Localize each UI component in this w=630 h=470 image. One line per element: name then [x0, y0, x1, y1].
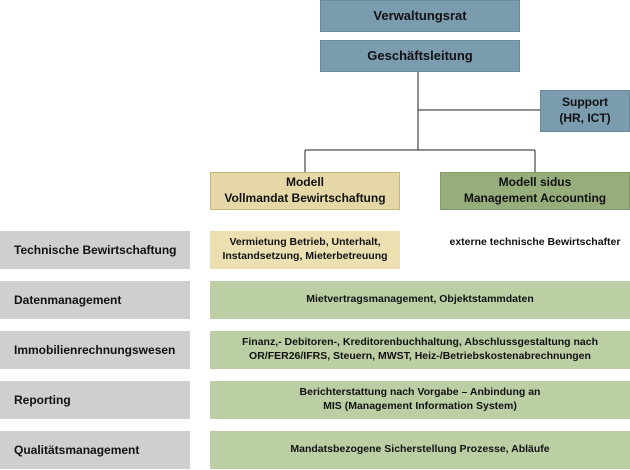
- cell-data-management: Mietvertragsmanagement, Objektstammdaten: [210, 281, 630, 319]
- row-label-data-management: Datenmanagement: [0, 281, 190, 319]
- cell-reporting: Berichterstattung nach Vorgabe – Anbindu…: [210, 381, 630, 419]
- cell-technical-full-mandate: Vermietung Betrieb, Unterhalt, Instandse…: [210, 231, 400, 269]
- row-label-reporting: Reporting: [0, 381, 190, 419]
- cell-quality: Mandatsbezogene Sicherstellung Prozesse,…: [210, 431, 630, 469]
- row-label-quality: Qualitätsmanagement: [0, 431, 190, 469]
- model-sidus-box: Modell sidus Management Accounting: [440, 172, 630, 210]
- row-label-accounting: Immobilienrechnungswesen: [0, 331, 190, 369]
- model-full-mandate-box: Modell Vollmandat Bewirtschaftung: [210, 172, 400, 210]
- cell-accounting: Finanz,- Debitoren-, Kreditorenbuchhaltu…: [210, 331, 630, 369]
- management-box: Geschäftsleitung: [320, 40, 520, 72]
- cell-technical-sidus: externe technische Bewirtschafter: [449, 236, 621, 249]
- support-box: Support (HR, ICT): [540, 90, 630, 132]
- board-box: Verwaltungsrat: [320, 0, 520, 32]
- row-label-technical: Technische Bewirtschaftung: [0, 231, 190, 269]
